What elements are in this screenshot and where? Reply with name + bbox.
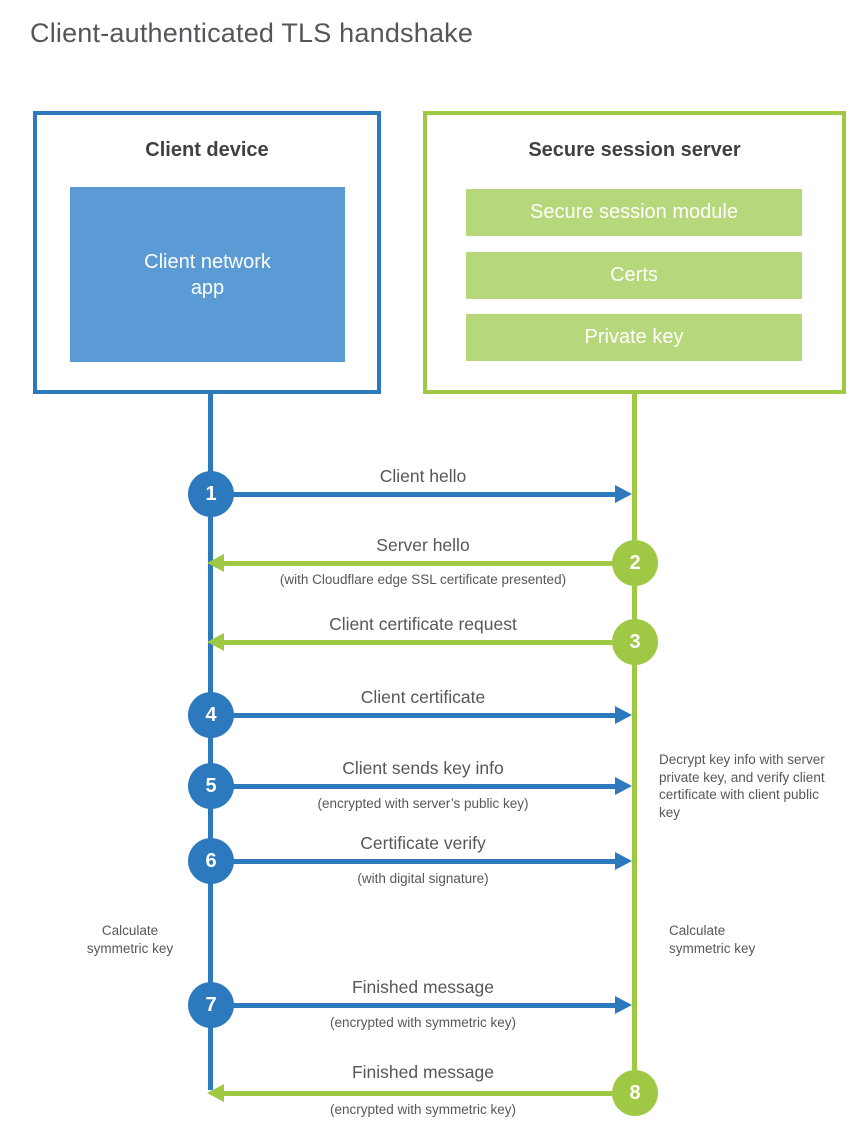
step-5-circle: 5 — [188, 763, 234, 809]
calculate-symmetric-key-server-note: Calculate symmetric key — [669, 923, 756, 956]
step-4-number: 4 — [205, 703, 217, 726]
step-1-circle: 1 — [188, 471, 234, 517]
step-8-number: 8 — [629, 1081, 641, 1104]
step-3-arrow-line — [224, 640, 612, 645]
secure-session-server-box: Secure session server Secure session mod… — [423, 111, 846, 394]
step-2-arrowhead-icon — [207, 554, 224, 572]
step-3-arrowhead-icon — [207, 633, 224, 651]
step-6-label: Certificate verify — [360, 833, 486, 853]
secure-session-module-bar: Secure session module — [466, 189, 802, 236]
step-2-label: Server hello — [376, 535, 470, 555]
step-1-arrow-line — [233, 492, 615, 497]
step-2-sublabel: (with Cloudflare edge SSL certificate pr… — [279, 572, 567, 587]
client-network-app-box: Client network app — [70, 187, 345, 362]
step-3-circle: 3 — [612, 619, 658, 665]
step-1-number: 1 — [205, 482, 217, 505]
step-7-label: Finished message — [351, 977, 495, 997]
step-5-arrowhead-icon — [615, 777, 632, 795]
client-lifeline — [208, 394, 213, 1090]
step-2-number: 2 — [629, 551, 641, 574]
step-6-number: 6 — [205, 849, 217, 872]
step-2-arrow-line — [224, 561, 612, 566]
step-6-sublabel: (with digital signature) — [357, 871, 489, 886]
client-device-title: Client device — [145, 139, 269, 161]
decrypt-key-note: Decrypt key info with server private key… — [659, 752, 825, 820]
step-7-sublabel: (encrypted with symmetric key) — [329, 1015, 517, 1030]
client-device-box: Client device Client network app — [33, 111, 381, 394]
step-7-number: 7 — [205, 993, 217, 1016]
step-5-number: 5 — [205, 774, 217, 797]
step-8-sublabel: (encrypted with symmetric key) — [329, 1102, 517, 1117]
step-4-circle: 4 — [188, 692, 234, 738]
step-7-circle: 7 — [188, 982, 234, 1028]
step-6-arrow-line — [233, 859, 615, 864]
step-5-sublabel: (encrypted with server’s public key) — [317, 796, 529, 811]
client-network-app-label: Client network app — [144, 250, 271, 299]
step-6-circle: 6 — [188, 838, 234, 884]
step-4-arrowhead-icon — [615, 706, 632, 724]
step-1-arrowhead-icon — [615, 485, 632, 503]
certs-bar: Certs — [466, 252, 802, 299]
step-4-label: Client certificate — [360, 687, 486, 707]
step-8-label: Finished message — [351, 1062, 495, 1082]
step-7-arrowhead-icon — [615, 996, 632, 1014]
step-8-arrowhead-icon — [207, 1084, 224, 1102]
step-5-arrow-line — [233, 784, 615, 789]
step-7-arrow-line — [233, 1003, 615, 1008]
step-6-arrowhead-icon — [615, 852, 632, 870]
step-1-label: Client hello — [379, 466, 467, 486]
step-3-number: 3 — [629, 630, 641, 653]
page-title: Client-authenticated TLS handshake — [30, 18, 474, 48]
server-lifeline — [632, 394, 637, 1094]
step-4-arrow-line — [233, 713, 615, 718]
step-8-arrow-line — [224, 1091, 612, 1096]
private-key-bar: Private key — [466, 314, 802, 361]
step-5-label: Client sends key info — [342, 758, 504, 778]
calculate-symmetric-key-client-note: Calculate symmetric key — [86, 923, 174, 956]
secure-session-server-title: Secure session server — [528, 139, 741, 161]
step-8-circle: 8 — [612, 1070, 658, 1116]
step-2-circle: 2 — [612, 540, 658, 586]
step-3-label: Client certificate request — [329, 614, 517, 634]
